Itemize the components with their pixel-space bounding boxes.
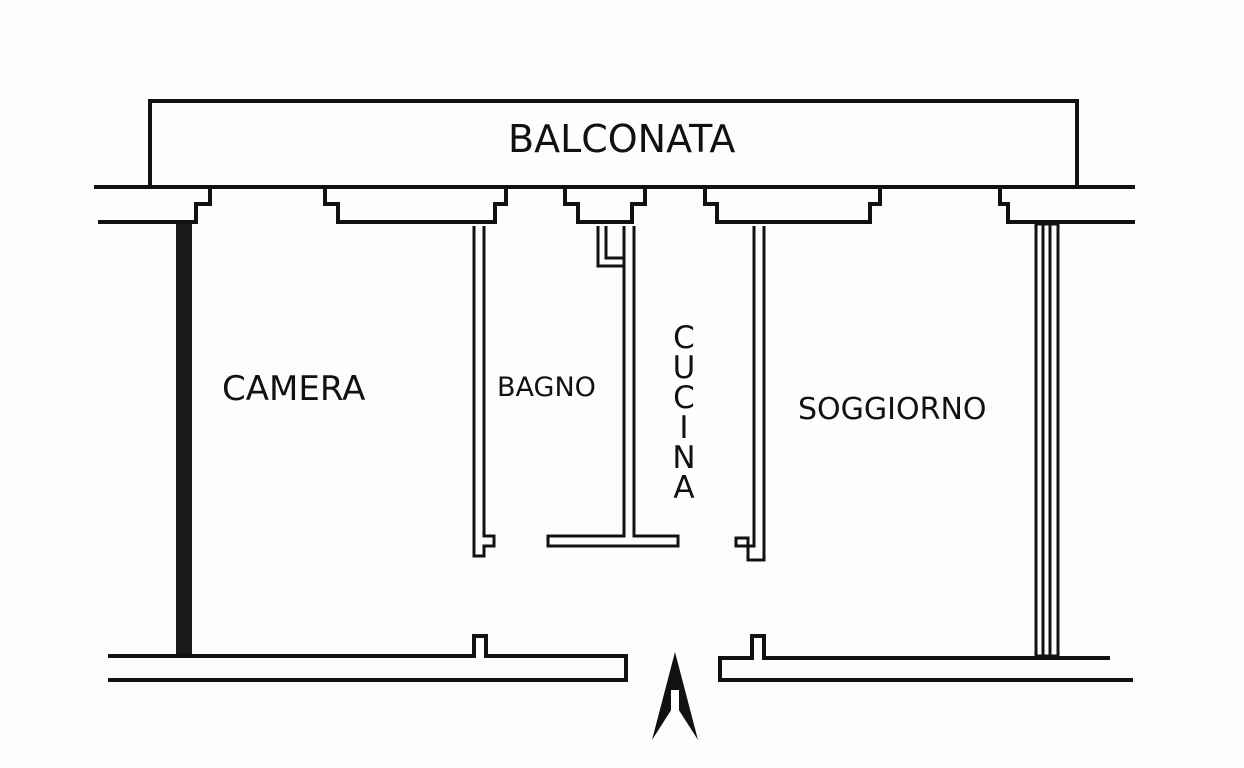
room-label-balconata: BALCONATA [508,117,736,161]
partition-camera-bagno [472,226,496,558]
north-arrow-icon [652,652,698,740]
room-label-camera: CAMERA [222,369,366,409]
partition-cucina-soggiorno [734,226,766,562]
room-label-cucina: CUCINA [666,320,702,500]
room-label-soggiorno: SOGGIORNO [798,392,987,427]
partition-bagno-cucina [546,226,680,548]
bagno-fixture [596,226,624,268]
balcony-outline [148,99,1079,188]
left-wall-hatch [176,224,192,657]
room-label-bagno: BAGNO [497,372,596,403]
bottom-wall-right [718,634,1133,682]
facade-wall-inner [98,188,1135,224]
right-wall-outline [1034,222,1060,658]
bottom-wall-left [108,634,628,682]
